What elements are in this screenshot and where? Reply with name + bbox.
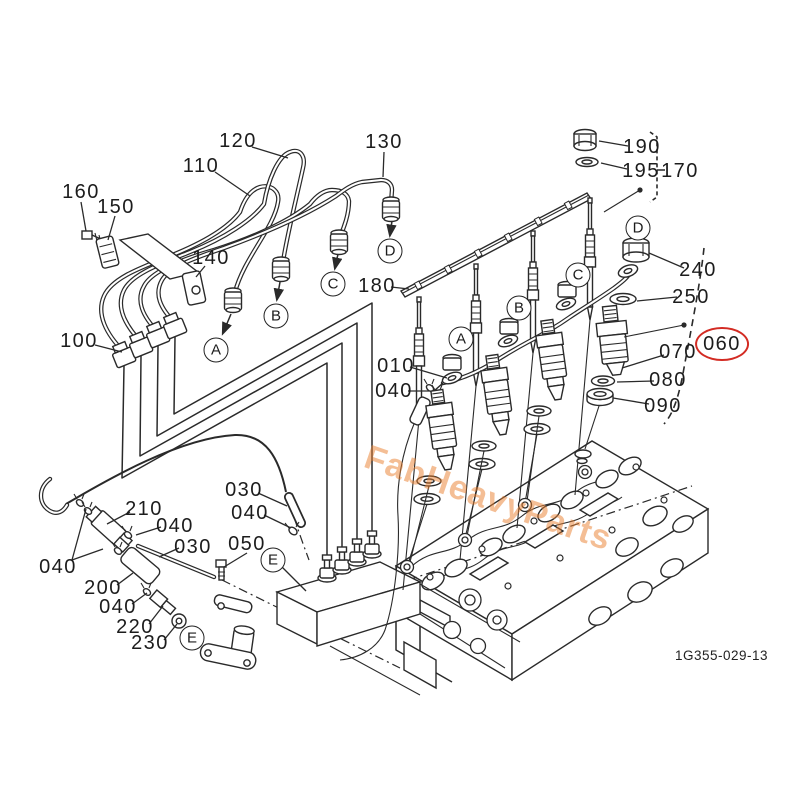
glow-plug-nut-washer: [573, 128, 599, 168]
part-label-040: 040: [39, 556, 77, 578]
callout-A: A: [448, 326, 474, 352]
glow-plugs: [402, 197, 597, 591]
part-label-040: 040: [375, 380, 413, 402]
part-label-030: 030: [174, 536, 212, 558]
part-label-195: 195: [622, 160, 660, 182]
injectors: [407, 318, 568, 565]
pipe-clamps: [81, 230, 207, 306]
callout-B: B: [506, 295, 532, 321]
part-label-100: 100: [60, 330, 98, 352]
part-label-250: 250: [672, 286, 710, 308]
injection-pipes: [99, 148, 395, 355]
hose-clips: [73, 493, 152, 597]
group-brackets: [603, 131, 705, 425]
part-label-120: 120: [219, 130, 257, 152]
part-label-230: 230: [131, 632, 169, 654]
part-label-090: 090: [644, 395, 682, 417]
pipe-frame-loops: [121, 302, 373, 570]
part-label-130: 130: [365, 131, 403, 153]
glow-plug-bar: [399, 192, 593, 298]
part-label-170: 170: [661, 160, 699, 182]
callout-D: D: [377, 238, 403, 264]
part-label-140: 140: [192, 247, 230, 269]
part-label-240: 240: [679, 259, 717, 281]
callout-B: B: [263, 303, 289, 329]
part-label-200: 200: [84, 577, 122, 599]
callout-E: E: [260, 547, 286, 573]
callout-A: A: [203, 337, 229, 363]
callout-C: C: [565, 262, 591, 288]
callout-C: C: [320, 271, 346, 297]
injection-pump: [275, 530, 521, 696]
part-label-030: 030: [225, 479, 263, 501]
leader-lines: [71, 140, 685, 641]
pipe-end-fittings: [221, 196, 401, 336]
part-label-190: 190: [623, 136, 661, 158]
pipe-clamp-bracket: [199, 559, 257, 670]
injector-seats: [399, 464, 593, 575]
part-label-010: 010: [377, 355, 415, 377]
callout-D: D: [625, 215, 651, 241]
part-label-040: 040: [99, 596, 137, 618]
part-label-060: 060: [695, 327, 749, 361]
part-label-210: 210: [125, 498, 163, 520]
cylinder-head: [394, 440, 710, 690]
part-label-050: 050: [228, 533, 266, 555]
injector-assembly-exploded: [574, 237, 650, 465]
part-label-040: 040: [156, 515, 194, 537]
part-label-180: 180: [358, 275, 396, 297]
callout-E: E: [179, 625, 205, 651]
part-label-220: 220: [116, 616, 154, 638]
part-label-070: 070: [659, 341, 697, 363]
part-label-160: 160: [62, 181, 100, 203]
part-label-110: 110: [182, 155, 220, 177]
part-label-150: 150: [97, 196, 135, 218]
part-label-040: 040: [231, 502, 269, 524]
fuel-line-chain: [38, 476, 217, 629]
drawing-code: 1G355-029-13: [675, 648, 769, 663]
part-label-080: 080: [649, 369, 687, 391]
delivery-valve-fittings: [317, 530, 382, 583]
